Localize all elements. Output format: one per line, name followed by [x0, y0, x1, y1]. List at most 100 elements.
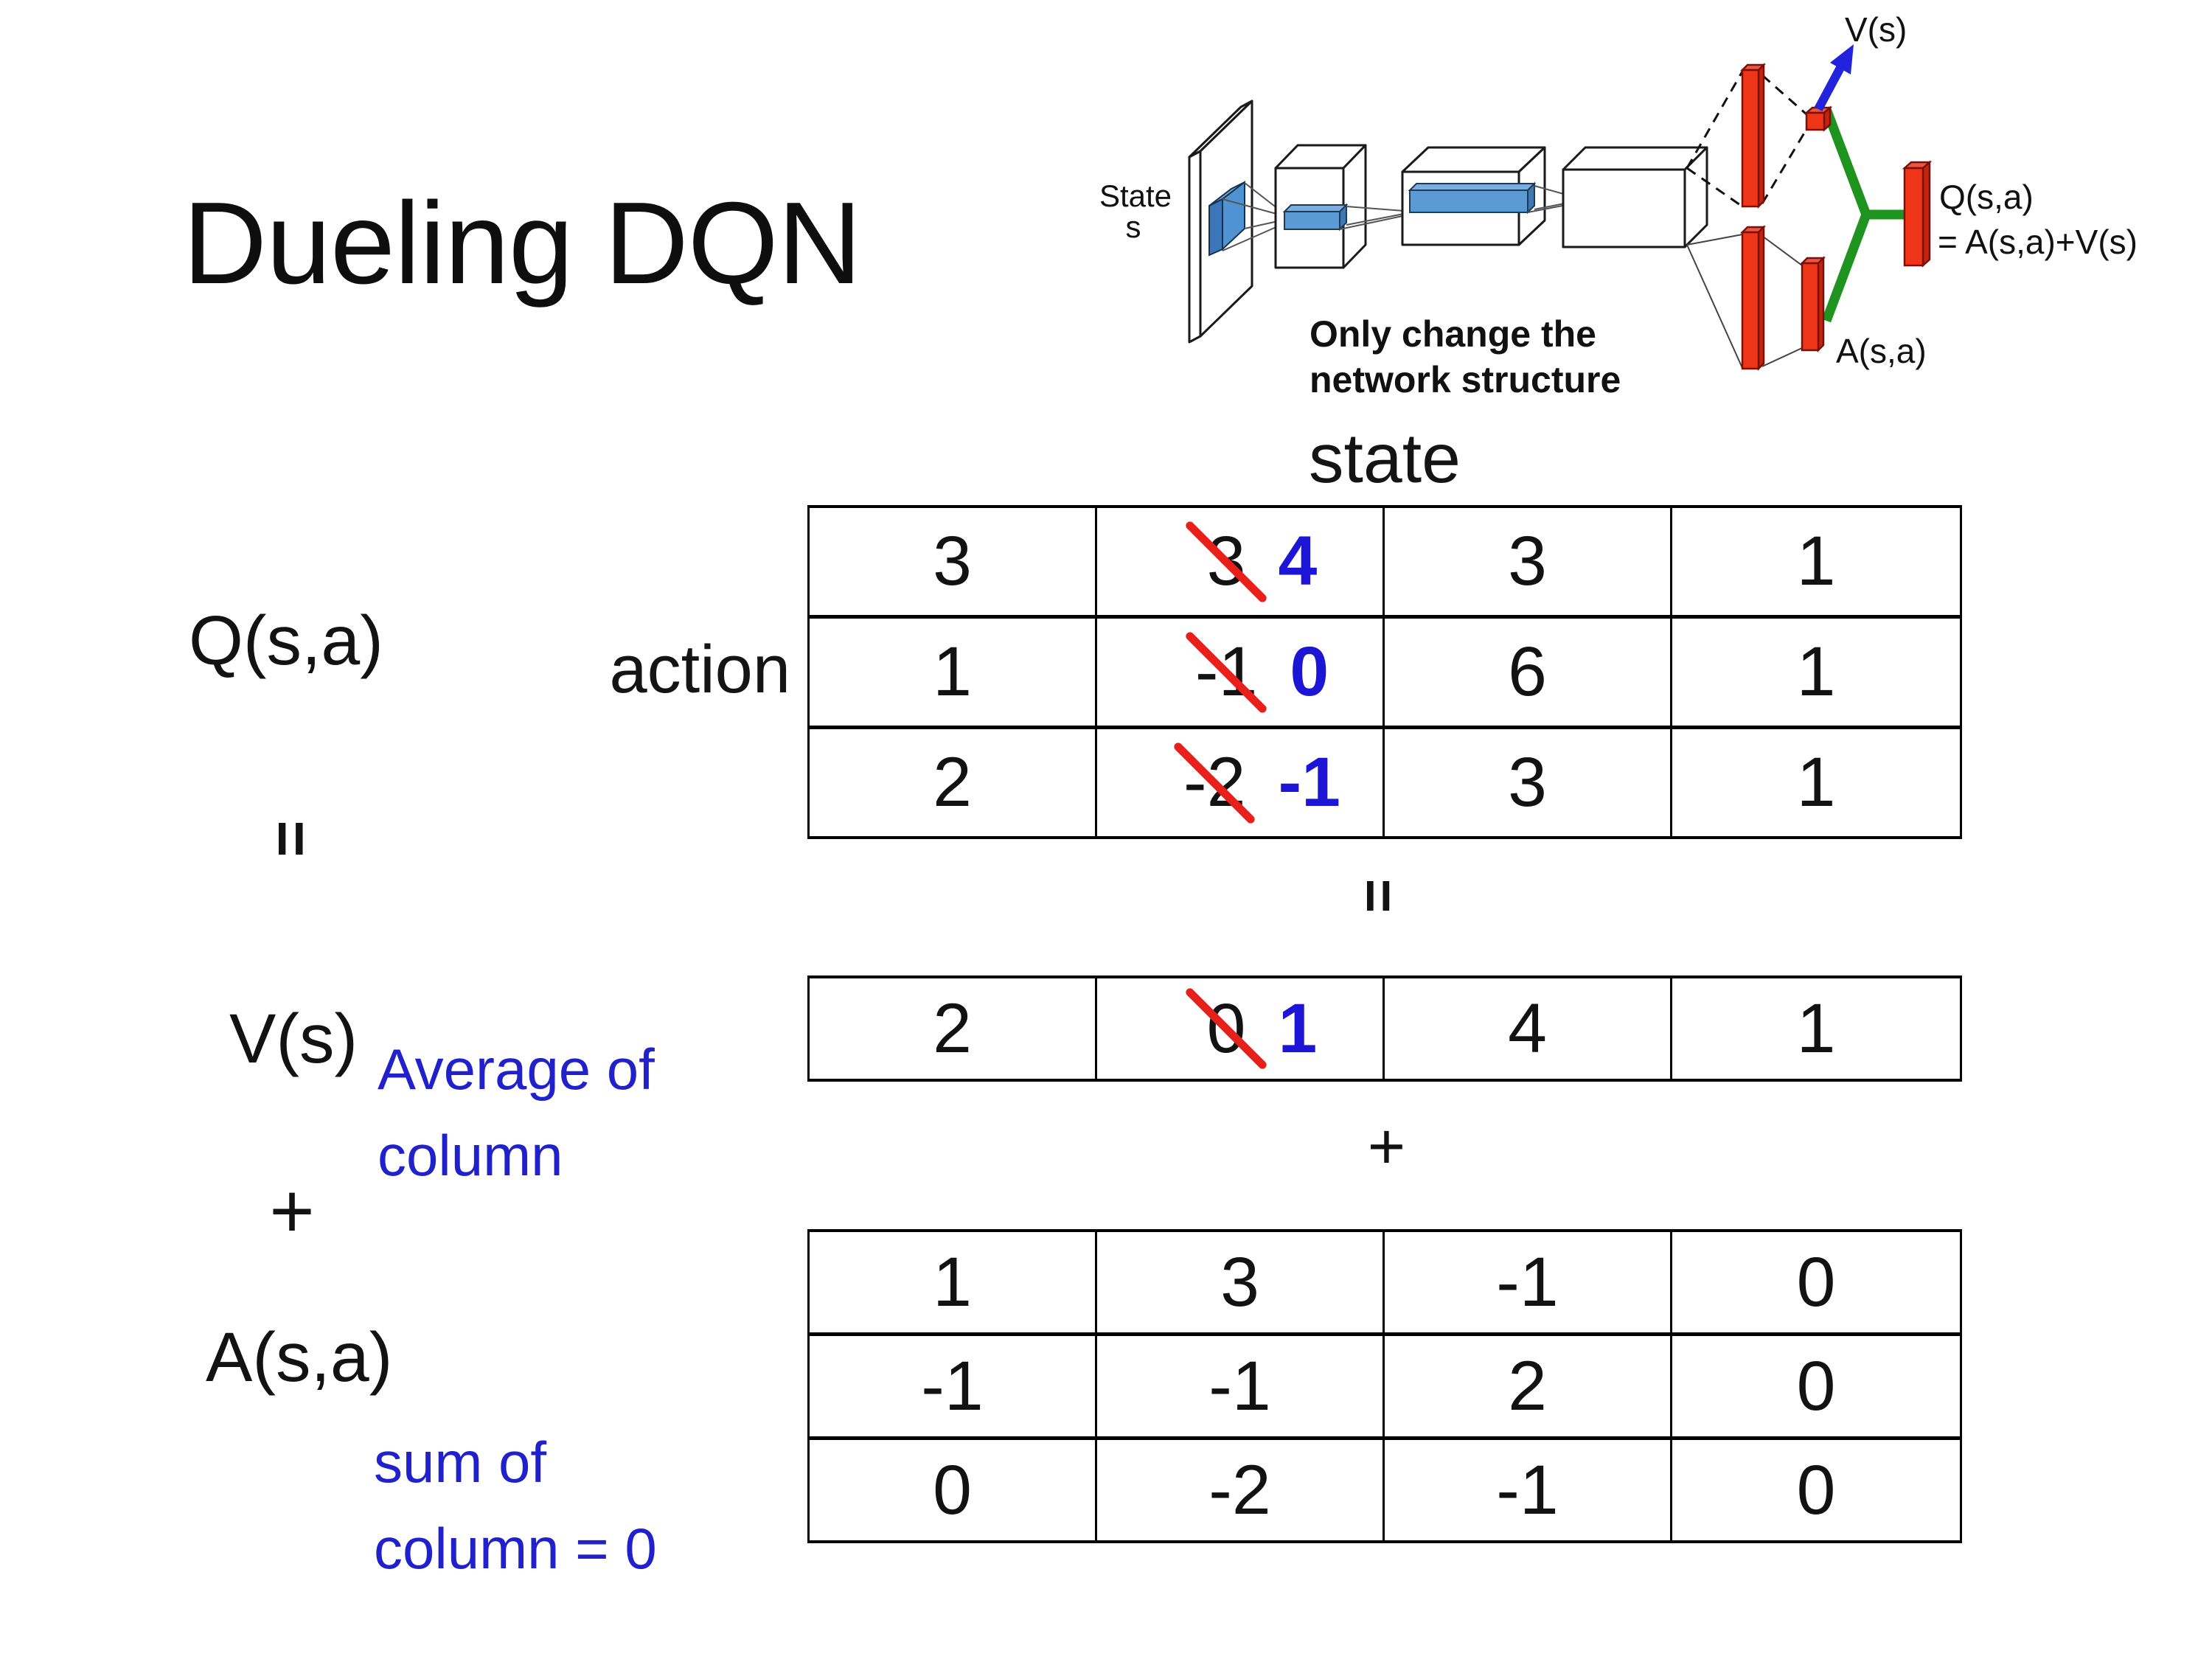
struck-old-value: -1: [1192, 632, 1260, 712]
highlighted-new-value: 1: [1278, 989, 1318, 1068]
plus-sign-middle: +: [1367, 1110, 1406, 1183]
blue-arrow-icon: [1814, 44, 1854, 111]
diagram-caption-line2: network structure: [1310, 359, 1621, 400]
red-bar-advantage-vector: [1799, 255, 1826, 353]
cell-value: -1: [1496, 1450, 1559, 1529]
table-cell: 1: [810, 1232, 1097, 1332]
table-cell: 0: [810, 1440, 1097, 1540]
cell-value: 1: [933, 633, 972, 711]
a-function-label: A(s,a): [206, 1318, 393, 1397]
table-cell: 2: [810, 729, 1097, 836]
v-scalar-cube: [1804, 105, 1833, 132]
cell-value: 1: [1796, 633, 1836, 711]
red-bar-q-output: [1902, 160, 1933, 268]
corrected-value-pair: -2 -1: [1180, 742, 1340, 823]
table-cell: 6: [1385, 619, 1672, 726]
struck-old-value: 0: [1204, 989, 1249, 1069]
cell-value: 1: [1796, 989, 1836, 1068]
cell-value: 3: [1220, 1242, 1259, 1321]
action-axis-label: action: [609, 632, 791, 707]
red-bar-hidden-value: [1739, 62, 1767, 209]
table-cell: 1: [810, 619, 1097, 726]
equals-sign-middle: =: [1346, 878, 1411, 914]
struck-old-value: -2: [1180, 742, 1248, 823]
cell-value: 3: [1508, 743, 1547, 821]
table-cell: 3: [1385, 508, 1672, 615]
diagram-a-label: A(s,a): [1836, 332, 1927, 370]
table-row: 1 -1 0 6 1: [810, 619, 1960, 729]
cell-value: 0: [1796, 1346, 1836, 1425]
diagram-v-label: V(s): [1845, 10, 1907, 49]
highlighted-new-value: -1: [1278, 743, 1340, 821]
diagram-state-s: s: [1126, 209, 1141, 244]
cell-value: -1: [1208, 1346, 1271, 1425]
cell-value: 0: [1796, 1450, 1836, 1529]
cell-value: 6: [1508, 633, 1547, 711]
fc-layer-cube: [1562, 146, 1708, 248]
table-cell: 4: [1385, 978, 1672, 1079]
table-cell: 2: [810, 978, 1097, 1079]
cell-value: 0: [933, 1450, 972, 1529]
feature-box-1: [1282, 203, 1349, 232]
cell-value: 0: [1796, 1242, 1836, 1321]
conv-filter: [1208, 180, 1245, 257]
cell-value: 1: [933, 1242, 972, 1321]
slide-title: Dueling DQN: [183, 178, 862, 308]
table-cell: -2: [1097, 1440, 1385, 1540]
cell-value: 2: [933, 743, 972, 821]
conv-connection-lines-2: [1339, 206, 1405, 230]
cell-value: 2: [1508, 1346, 1547, 1425]
table-cell: 0: [1672, 1232, 1960, 1332]
table-cell: 3: [1385, 729, 1672, 836]
cell-value: 1: [1796, 522, 1836, 600]
highlighted-new-value: 0: [1290, 633, 1329, 711]
cell-value: 4: [1508, 989, 1547, 1068]
table-row: -1 -1 2 0: [810, 1336, 1960, 1440]
green-aggregator: [1821, 107, 1907, 323]
cell-value: 3: [933, 522, 972, 600]
cell-value: 2: [933, 989, 972, 1068]
plus-sign-left: +: [269, 1167, 315, 1254]
cell-value: -2: [1208, 1450, 1271, 1529]
struck-old-value: 3: [1204, 521, 1249, 602]
table-cell: 2: [1385, 1336, 1672, 1436]
red-bar-hidden-advantage: [1739, 224, 1767, 372]
table-cell: 3: [810, 508, 1097, 615]
cell-value: 3: [1508, 522, 1547, 600]
table-row: 2 -2 -1 3 1: [810, 729, 1960, 836]
equals-sign-left: =: [255, 819, 327, 858]
highlighted-new-value: 4: [1278, 522, 1318, 600]
table-cell: 0: [1672, 1440, 1960, 1540]
table-cell: 3: [1097, 1232, 1385, 1332]
q-function-label: Q(s,a): [189, 602, 383, 680]
state-axis-label: state: [1309, 420, 1461, 498]
table-cell: -1: [810, 1336, 1097, 1436]
dashed-connection-value-stream: [1686, 71, 1809, 208]
a-values-table: 1 3 -1 0 -1 -1 2 0 0 -2 -1 0: [807, 1229, 1962, 1543]
diagram-q-equation: = A(s,a)+V(s): [1938, 223, 2138, 261]
table-row: 1 3 -1 0: [810, 1232, 1960, 1336]
table-cell: 1: [1672, 729, 1960, 836]
diagram-q-label: Q(s,a): [1939, 178, 2034, 216]
table-cell: 1: [1672, 619, 1960, 726]
network-diagram: V(s) Q(s,a) = A(s,a)+V(s) A(s,a) State s…: [1099, 10, 2138, 400]
table-row: 0 -2 -1 0: [810, 1440, 1960, 1540]
v-function-label: V(s): [229, 1000, 358, 1078]
solid-connection-advantage-stream: [1686, 234, 1803, 369]
table-cell: 1: [1672, 508, 1960, 615]
table-cell: -1: [1385, 1440, 1672, 1540]
corrected-value-pair: -1 0: [1192, 632, 1329, 712]
table-cell: -1: [1097, 1336, 1385, 1436]
table-cell: -1: [1385, 1232, 1672, 1332]
table-cell: 1: [1672, 978, 1960, 1079]
